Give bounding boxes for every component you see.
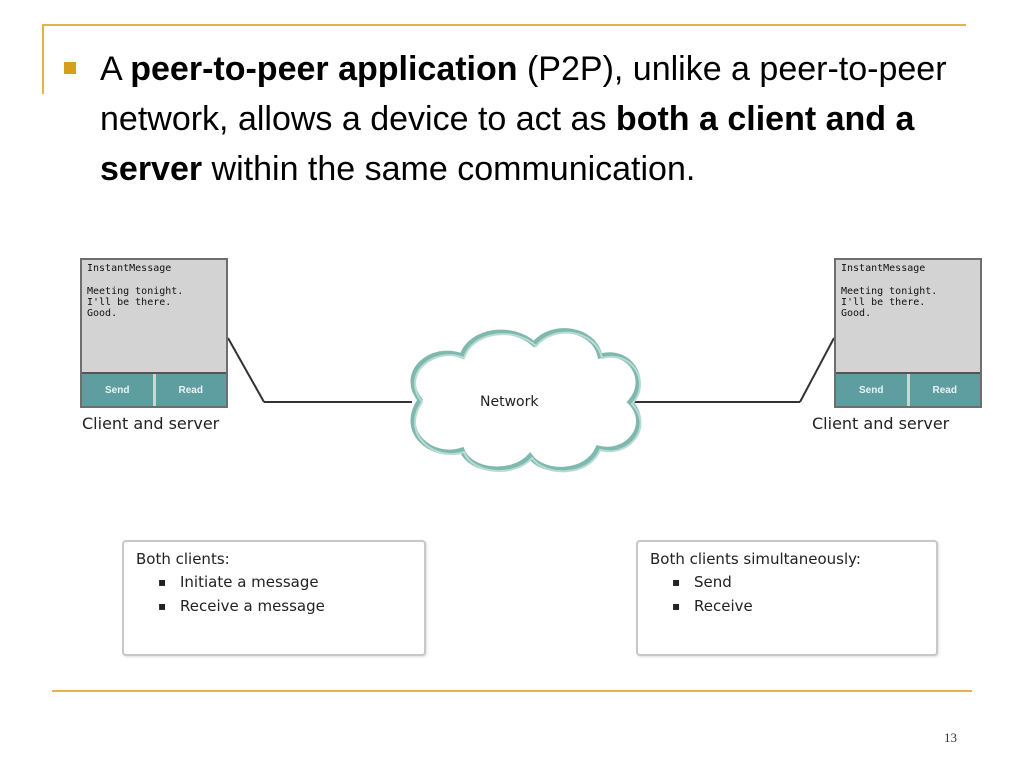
left-info-list: Initiate a message Receive a message bbox=[136, 570, 412, 618]
right-device-screen: InstantMessage Meeting tonight. I'll be … bbox=[836, 260, 980, 372]
right-info-item: Send bbox=[672, 570, 924, 594]
slide-frame-top-line bbox=[42, 24, 966, 26]
right-device-caption: Client and server bbox=[812, 414, 950, 433]
slide-footer-line bbox=[52, 690, 972, 692]
network-label: Network bbox=[480, 394, 539, 410]
left-device-line-1: Meeting tonight. bbox=[87, 286, 184, 297]
left-read-button: Read bbox=[152, 374, 226, 406]
right-info-heading: Both clients simultaneously: bbox=[650, 550, 861, 568]
text-part-1: A bbox=[100, 50, 131, 88]
bullet-square-icon bbox=[64, 62, 76, 74]
slide-page-number: 13 bbox=[944, 730, 957, 745]
right-info-item: Receive bbox=[672, 594, 924, 618]
right-info-box: Both clients simultaneously: Send Receiv… bbox=[636, 540, 938, 656]
left-client-server-device: InstantMessage Meeting tonight. I'll be … bbox=[80, 258, 228, 408]
left-device-screen: InstantMessage Meeting tonight. I'll be … bbox=[82, 260, 226, 372]
right-device-link-diagonal bbox=[799, 337, 835, 403]
right-device-line-1: Meeting tonight. bbox=[841, 286, 938, 297]
left-info-item: Initiate a message bbox=[158, 570, 412, 594]
text-bold-p2p-application: peer-to-peer application bbox=[130, 50, 518, 88]
right-info-list: Send Receive bbox=[650, 570, 924, 618]
left-info-box: Both clients: Initiate a message Receive… bbox=[122, 540, 426, 656]
right-device-line-2: I'll be there. bbox=[841, 297, 926, 308]
text-part-2: (P2P), unlike a peer-to-peer network, al… bbox=[100, 50, 947, 138]
slide-body-text: A peer-to-peer application (P2P), unlike… bbox=[100, 44, 960, 194]
slide-frame-left-line bbox=[42, 24, 44, 94]
left-info-heading: Both clients: bbox=[136, 550, 230, 568]
text-bold-client-and-server: both a client and a server bbox=[100, 100, 915, 188]
left-device-line-3: Good. bbox=[87, 308, 118, 319]
left-device-link-diagonal bbox=[227, 337, 265, 403]
right-device-buttons: Send Read bbox=[836, 372, 980, 406]
right-client-server-device: InstantMessage Meeting tonight. I'll be … bbox=[834, 258, 982, 408]
left-device-title: InstantMessage bbox=[87, 263, 172, 274]
right-read-button: Read bbox=[906, 374, 980, 406]
right-device-title: InstantMessage bbox=[841, 263, 926, 274]
left-device-caption: Client and server bbox=[82, 414, 220, 433]
right-device-line-3: Good. bbox=[841, 308, 872, 319]
text-part-3: within the same communication. bbox=[202, 150, 696, 188]
left-info-item: Receive a message bbox=[158, 594, 412, 618]
left-send-button: Send bbox=[82, 374, 153, 406]
left-device-line-2: I'll be there. bbox=[87, 297, 172, 308]
network-cloud-shadow bbox=[414, 331, 642, 473]
left-device-buttons: Send Read bbox=[82, 372, 226, 406]
right-send-button: Send bbox=[836, 374, 907, 406]
